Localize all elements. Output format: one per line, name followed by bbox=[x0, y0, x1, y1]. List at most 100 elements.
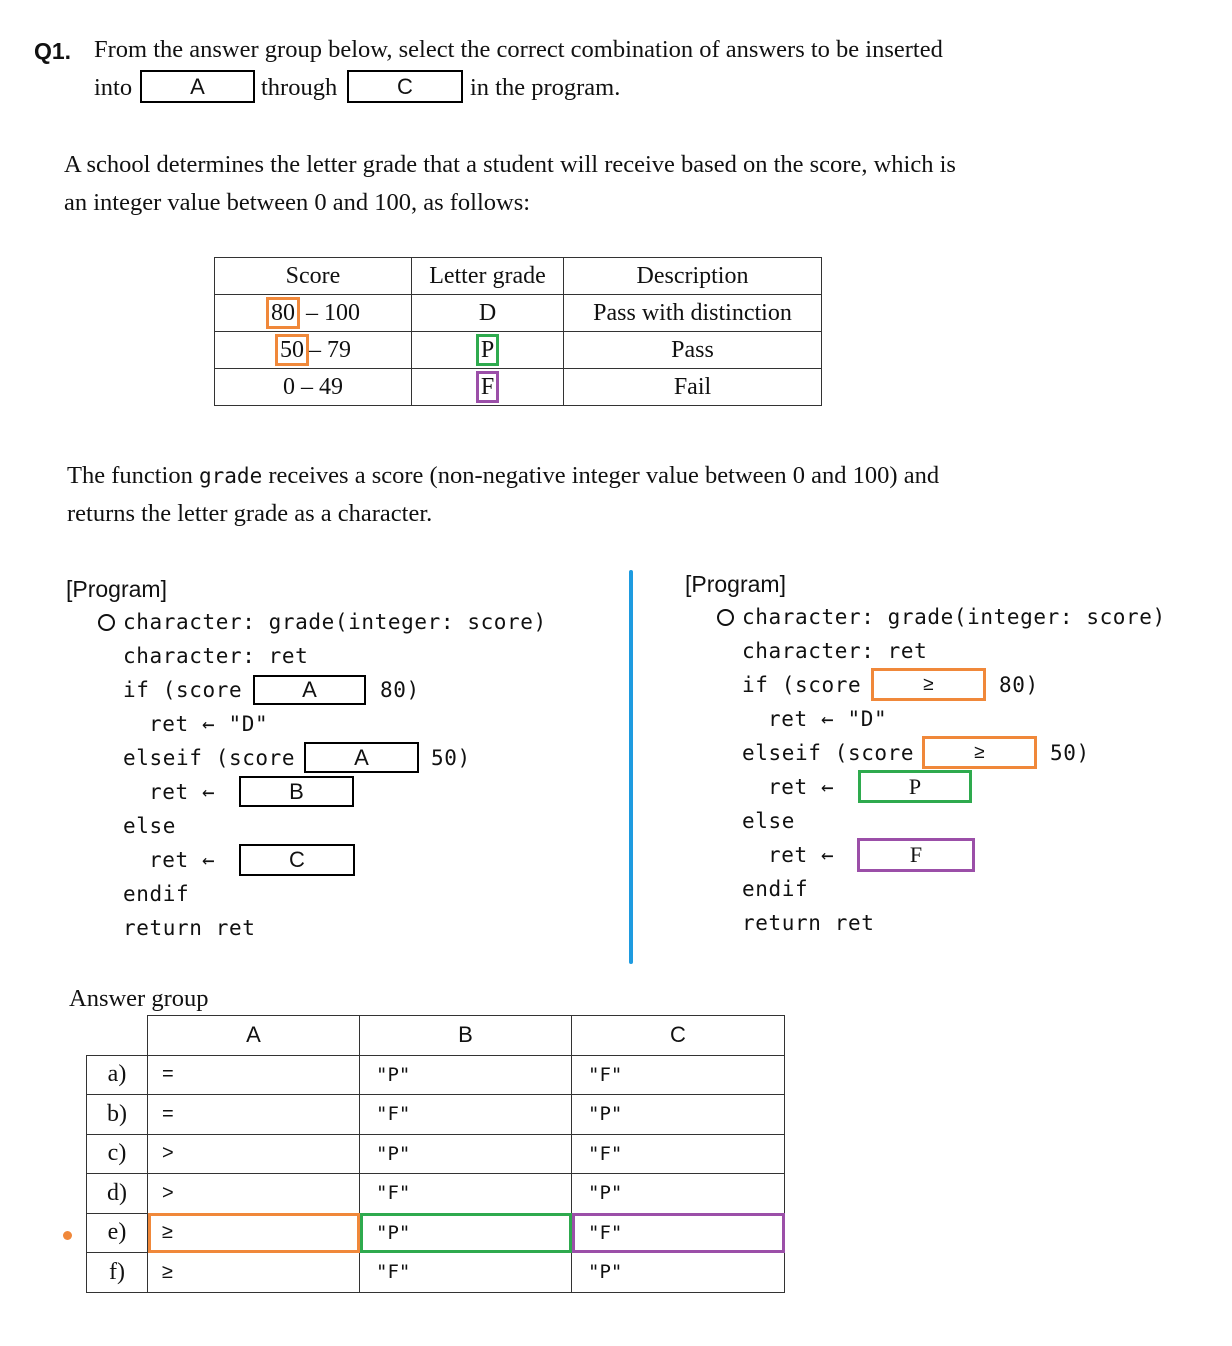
answer-b: "F" bbox=[359, 1173, 572, 1214]
func-desc-line2: returns the letter grade as a character. bbox=[67, 500, 433, 527]
description-cell: Pass bbox=[563, 331, 822, 369]
grade-row: 50– 79 P Pass bbox=[214, 331, 822, 369]
answer-label: a) bbox=[86, 1054, 148, 1095]
right-c-answer-box: F bbox=[857, 838, 975, 872]
left-blank-b: B bbox=[239, 776, 354, 807]
program-left-signature: character: grade(integer: score) bbox=[123, 610, 547, 634]
header-a: A bbox=[147, 1015, 360, 1056]
answer-row-selected[interactable]: e) ≥ "P" "F" bbox=[86, 1212, 785, 1253]
program-right-ret-c: ret ← bbox=[768, 843, 835, 867]
question-into: into bbox=[94, 74, 133, 101]
program-left-elseif: elseif (score bbox=[123, 746, 296, 770]
program-left-if-post: 80) bbox=[380, 678, 420, 702]
answer-label: d) bbox=[86, 1173, 148, 1214]
circle-icon bbox=[98, 614, 115, 631]
score-cell: 50– 79 bbox=[214, 331, 412, 369]
grade-table: Score Letter grade Description 80 – 100 … bbox=[214, 257, 822, 406]
grade-p-highlight: P bbox=[475, 334, 500, 366]
func-desc-line1: The function grade receives a score (non… bbox=[67, 462, 940, 489]
corner-cell bbox=[87, 1016, 148, 1056]
circle-icon bbox=[717, 609, 734, 626]
answer-row[interactable]: f) ≥ "F" "P" bbox=[86, 1252, 785, 1293]
selection-dot-icon bbox=[63, 1231, 72, 1240]
question-line1: From the answer group below, select the … bbox=[94, 36, 943, 63]
program-right-endif: endif bbox=[742, 877, 809, 901]
answer-c: "P" bbox=[571, 1094, 785, 1135]
answer-row[interactable]: d) > "F" "P" bbox=[86, 1173, 785, 1214]
answer-table: A B C a) = "P" "F" b) = "F" "P" c) > "P"… bbox=[86, 1015, 785, 1293]
program-left-title: [Program] bbox=[66, 576, 167, 602]
program-left-endif: endif bbox=[123, 882, 190, 906]
answer-b: "P" bbox=[359, 1133, 572, 1174]
answer-a: > bbox=[147, 1173, 360, 1214]
program-left-ret-c: ret ← bbox=[149, 848, 216, 872]
right-if-answer-box: ≥ bbox=[871, 668, 986, 701]
answer-label: e) bbox=[86, 1212, 148, 1253]
program-right-title: [Program] bbox=[685, 571, 786, 597]
header-b: B bbox=[359, 1015, 572, 1056]
header-score: Score bbox=[214, 257, 412, 295]
grade-f-highlight: F bbox=[475, 371, 500, 403]
intro-line1: A school determines the letter grade tha… bbox=[64, 151, 956, 178]
header-c: C bbox=[571, 1015, 785, 1056]
grade-cell: P bbox=[411, 331, 564, 369]
right-b-answer-box: P bbox=[858, 770, 972, 803]
program-right-signature: character: grade(integer: score) bbox=[742, 605, 1166, 629]
answer-c-selected: "F" bbox=[571, 1212, 785, 1253]
answer-c: "P" bbox=[571, 1173, 785, 1214]
program-left-ret-b: ret ← bbox=[149, 780, 216, 804]
program-right-decl: character: ret bbox=[742, 639, 928, 663]
program-right-if: if (score bbox=[742, 673, 862, 697]
program-right-ret-b: ret ← bbox=[768, 775, 835, 799]
program-left-if: if (score bbox=[123, 678, 243, 702]
header-description: Description bbox=[563, 257, 822, 295]
program-right-else: else bbox=[742, 809, 795, 833]
answer-a: = bbox=[147, 1054, 360, 1095]
answer-b: "F" bbox=[359, 1252, 572, 1293]
answer-label: c) bbox=[86, 1133, 148, 1174]
answer-label: f) bbox=[86, 1252, 148, 1293]
answer-b: "P" bbox=[359, 1054, 572, 1095]
answer-c: "P" bbox=[571, 1252, 785, 1293]
answer-c: "F" bbox=[571, 1054, 785, 1095]
vertical-divider bbox=[629, 570, 633, 964]
score-high: – 79 bbox=[309, 337, 351, 363]
program-right-elseif: elseif (score bbox=[742, 741, 915, 765]
grade-cell: F bbox=[411, 368, 564, 406]
program-left-decl: character: ret bbox=[123, 644, 309, 668]
program-left-elseif-post: 50) bbox=[431, 746, 471, 770]
intro-line2: an integer value between 0 and 100, as f… bbox=[64, 189, 531, 216]
blank-a-box: A bbox=[140, 70, 255, 103]
score-low-highlight: 80 bbox=[266, 297, 300, 329]
answer-b-selected: "P" bbox=[359, 1212, 572, 1253]
answer-row[interactable]: c) > "P" "F" bbox=[86, 1133, 785, 1174]
program-left-return: return ret bbox=[123, 916, 256, 940]
grade-table-header: Score Letter grade Description bbox=[214, 257, 822, 295]
question-number: Q1. bbox=[34, 38, 72, 64]
program-right-elseif-post: 50) bbox=[1050, 741, 1090, 765]
grade-row: 0 – 49 F Fail bbox=[214, 368, 822, 406]
answer-b: "F" bbox=[359, 1094, 572, 1135]
answer-a-selected: ≥ bbox=[147, 1212, 360, 1253]
grade-cell: D bbox=[411, 294, 564, 332]
grade-row: 80 – 100 D Pass with distinction bbox=[214, 294, 822, 332]
answer-row[interactable]: b) = "F" "P" bbox=[86, 1094, 785, 1135]
program-right-return: return ret bbox=[742, 911, 875, 935]
header-letter-grade: Letter grade bbox=[411, 257, 564, 295]
score-cell: 0 – 49 bbox=[214, 368, 412, 406]
description-cell: Pass with distinction bbox=[563, 294, 822, 332]
func-desc-post: receives a score (non-negative integer v… bbox=[262, 462, 940, 489]
question-through: through bbox=[261, 74, 338, 101]
answer-c: "F" bbox=[571, 1133, 785, 1174]
score-cell: 80 – 100 bbox=[214, 294, 412, 332]
score-high: – 100 bbox=[300, 300, 360, 326]
description-cell: Fail bbox=[563, 368, 822, 406]
program-right-if-post: 80) bbox=[999, 673, 1039, 697]
program-left-ret-d: ret ← "D" bbox=[149, 712, 269, 736]
left-blank-c: C bbox=[239, 844, 355, 876]
answer-row[interactable]: a) = "P" "F" bbox=[86, 1054, 785, 1095]
program-left-else: else bbox=[123, 814, 176, 838]
left-elseif-blank-a: A bbox=[304, 742, 419, 773]
func-name-code: grade bbox=[199, 464, 263, 488]
answer-label: b) bbox=[86, 1094, 148, 1135]
